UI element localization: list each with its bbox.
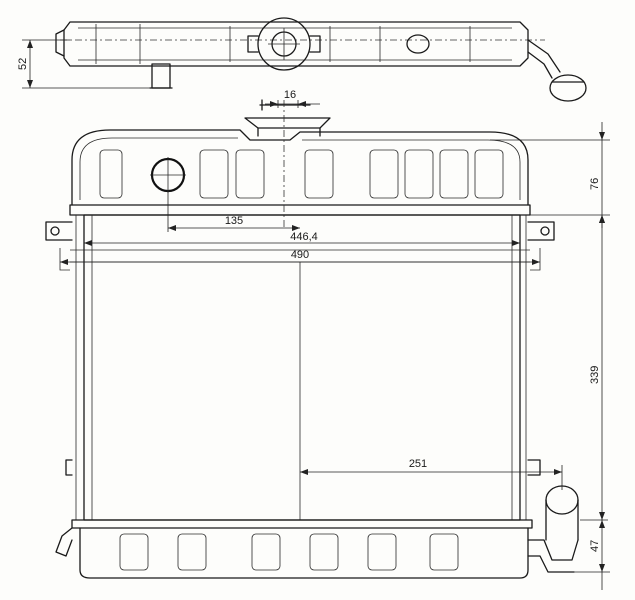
dimension-filler-offset: 135 [167,192,300,232]
dim-135-label: 135 [225,215,243,227]
top-view [55,17,587,102]
top-tank [69,99,531,230]
dimension-cap-width: 16 [265,89,320,108]
dim-16-label: 16 [284,89,296,101]
dim-446-4-label: 446,4 [290,231,318,243]
dimension-bottom-tank-height: 47 [574,520,610,590]
dimension-outlet-offset: 251 [300,458,563,490]
dim-339-label: 339 [589,366,601,384]
dimension-tank-height: 76 [490,122,610,228]
dim-490-label: 490 [291,249,309,261]
dim-52-label: 52 [17,58,29,70]
side-brackets [45,221,555,476]
bottom-tank [55,485,579,579]
dimension-overall-width: 490 [60,249,540,265]
dimension-top-view-height: 52 [17,39,150,89]
dimension-core-height: 339 [580,215,608,521]
dim-251-label: 251 [409,458,427,470]
dim-76-label: 76 [589,178,601,190]
dimension-core-width: 446,4 [84,231,520,246]
dim-47-label: 47 [589,540,601,552]
